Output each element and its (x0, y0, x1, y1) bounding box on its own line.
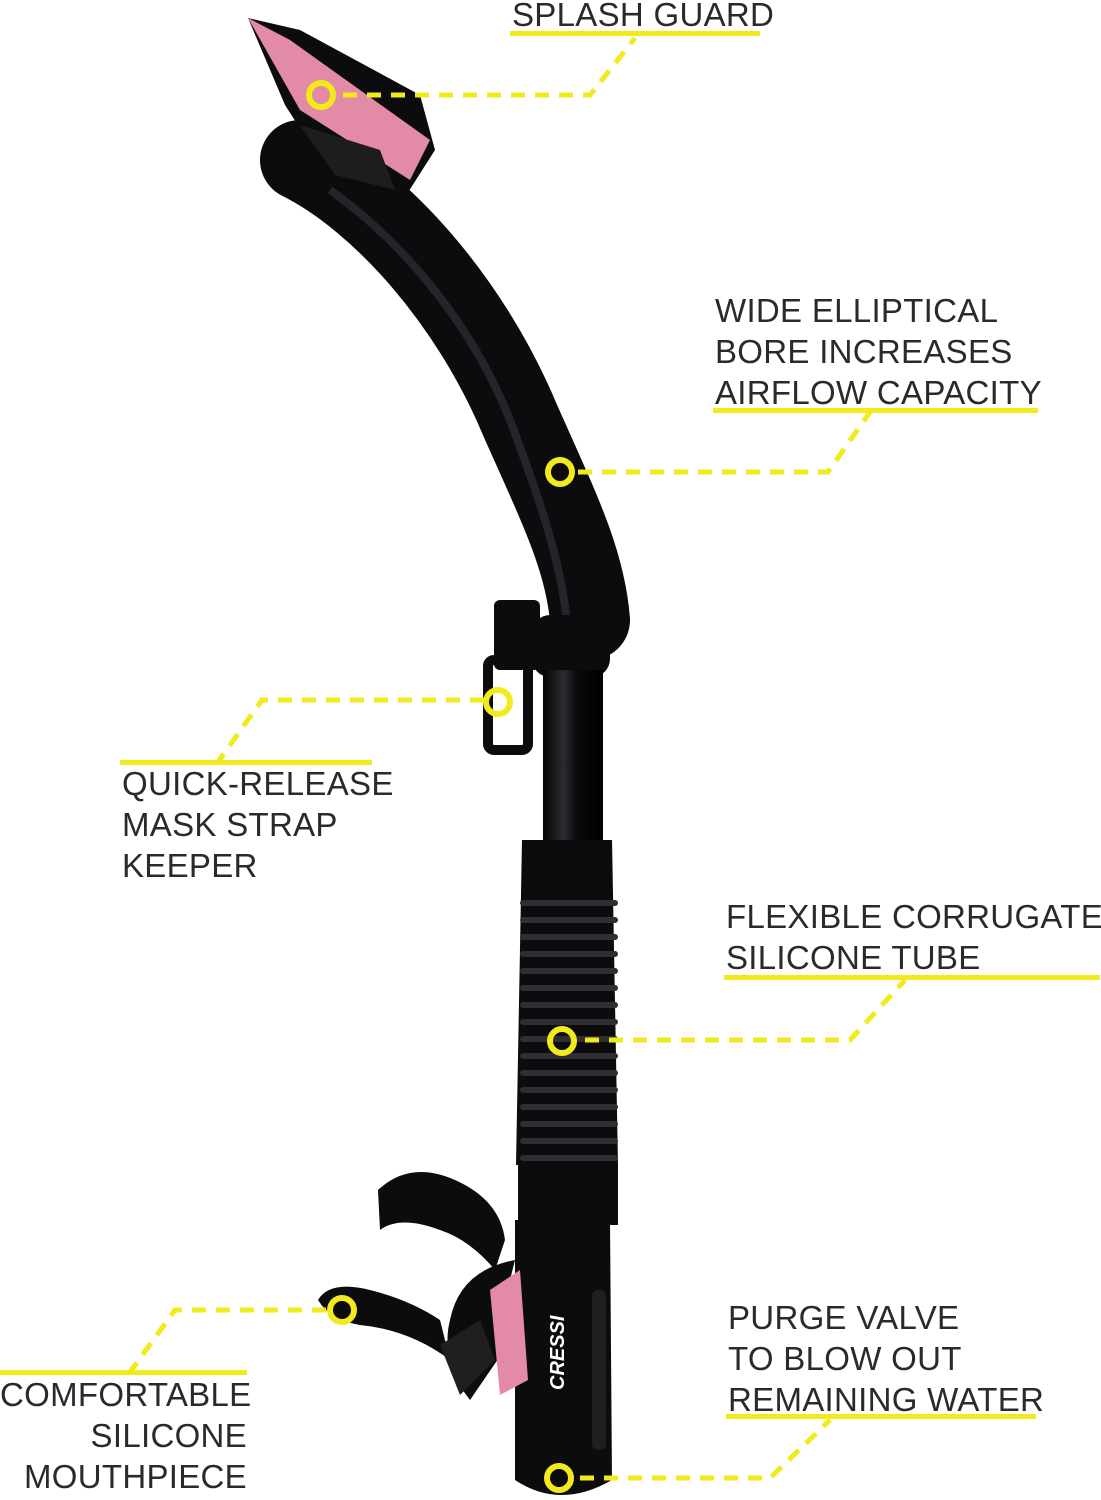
corrugation-rib (520, 1002, 618, 1008)
corrugation-rib (520, 1121, 618, 1127)
callout-tube: FLEXIBLE CORRUGATED SILICONE TUBE (726, 896, 1101, 978)
callout-line: REMAINING WATER (728, 1381, 1045, 1418)
splash-guard-pink-panel (248, 18, 430, 180)
callout-keeper: QUICK-RELEASE MASK STRAP KEEPER (122, 763, 394, 886)
corrugation-rib (520, 934, 618, 940)
corrugation-rib (520, 1104, 618, 1110)
mid-tube (543, 670, 603, 845)
callout-line: MASK STRAP (122, 806, 338, 843)
callout-line: QUICK-RELEASE (122, 765, 394, 802)
callout-line: SPLASH GUARD (512, 0, 775, 33)
corrugation-rib (520, 917, 618, 923)
callout-purge: PURGE VALVE TO BLOW OUT REMAINING WATER (728, 1297, 1044, 1420)
upper-tube (260, 120, 630, 660)
callout-line: COMFORTABLE (0, 1376, 252, 1413)
corrugation-rib (520, 1087, 618, 1093)
brand-mark: CRESSI (547, 1315, 569, 1390)
marker-splash-guard (306, 80, 336, 110)
underline-keeper (120, 760, 372, 765)
underline-splash-guard (510, 31, 760, 36)
corrugation-rib (520, 968, 618, 974)
underline-bore (713, 408, 1038, 413)
underline-tube (724, 975, 1100, 980)
callout-bore: WIDE ELLIPTICAL BORE INCREASES AIRFLOW C… (715, 290, 1042, 413)
callout-line: KEEPER (122, 847, 258, 884)
callout-line: WIDE ELLIPTICAL (715, 292, 999, 329)
silicone-mouthpiece (318, 1172, 528, 1400)
corrugation-rib (520, 1053, 618, 1059)
marker-mouthpiece (327, 1295, 357, 1325)
corrugation-rib (520, 1019, 618, 1025)
callout-line: SILICONE (90, 1417, 247, 1454)
corrugation-rib (520, 1138, 618, 1144)
leader-purge (580, 1418, 832, 1481)
corrugation-rib (520, 1036, 618, 1042)
leader-tube (585, 978, 907, 1043)
callout-line: FLEXIBLE CORRUGATED (726, 898, 1101, 935)
marker-keeper (483, 687, 513, 717)
callout-mouthpiece: COMFORTABLE SILICONE MOUTHPIECE (0, 1374, 252, 1497)
callout-line: AIRFLOW CAPACITY (715, 374, 1042, 411)
callout-line: PURGE VALVE (728, 1299, 960, 1336)
corrugation-rib (520, 1155, 618, 1161)
leader-bore (578, 410, 873, 475)
underline-mouthpiece (0, 1370, 247, 1375)
corrugation-rib (520, 951, 618, 957)
marker-tube (547, 1026, 577, 1056)
corrugation-ribs (520, 900, 618, 1161)
callout-line: TO BLOW OUT (728, 1340, 962, 1377)
purge-valve-housing (515, 1220, 612, 1495)
callout-line: MOUTHPIECE (23, 1458, 247, 1495)
leader-mouthpiece (127, 1307, 326, 1374)
leader-splash-guard (343, 36, 637, 98)
callout-line: SILICONE TUBE (726, 939, 981, 976)
marker-purge (544, 1463, 574, 1493)
callout-line: BORE INCREASES (715, 333, 1013, 370)
callout-splash-guard: SPLASH GUARD (512, 0, 774, 35)
splash-guard (248, 18, 435, 205)
corrugation-rib (520, 1070, 618, 1076)
marker-bore (545, 457, 575, 487)
leader-keeper (215, 697, 484, 764)
mouthpiece-pink-panel (490, 1270, 528, 1395)
corrugation-rib (520, 900, 618, 906)
corrugation-rib (520, 985, 618, 991)
underline-purge (726, 1414, 1036, 1419)
lower-tube (518, 1165, 618, 1225)
